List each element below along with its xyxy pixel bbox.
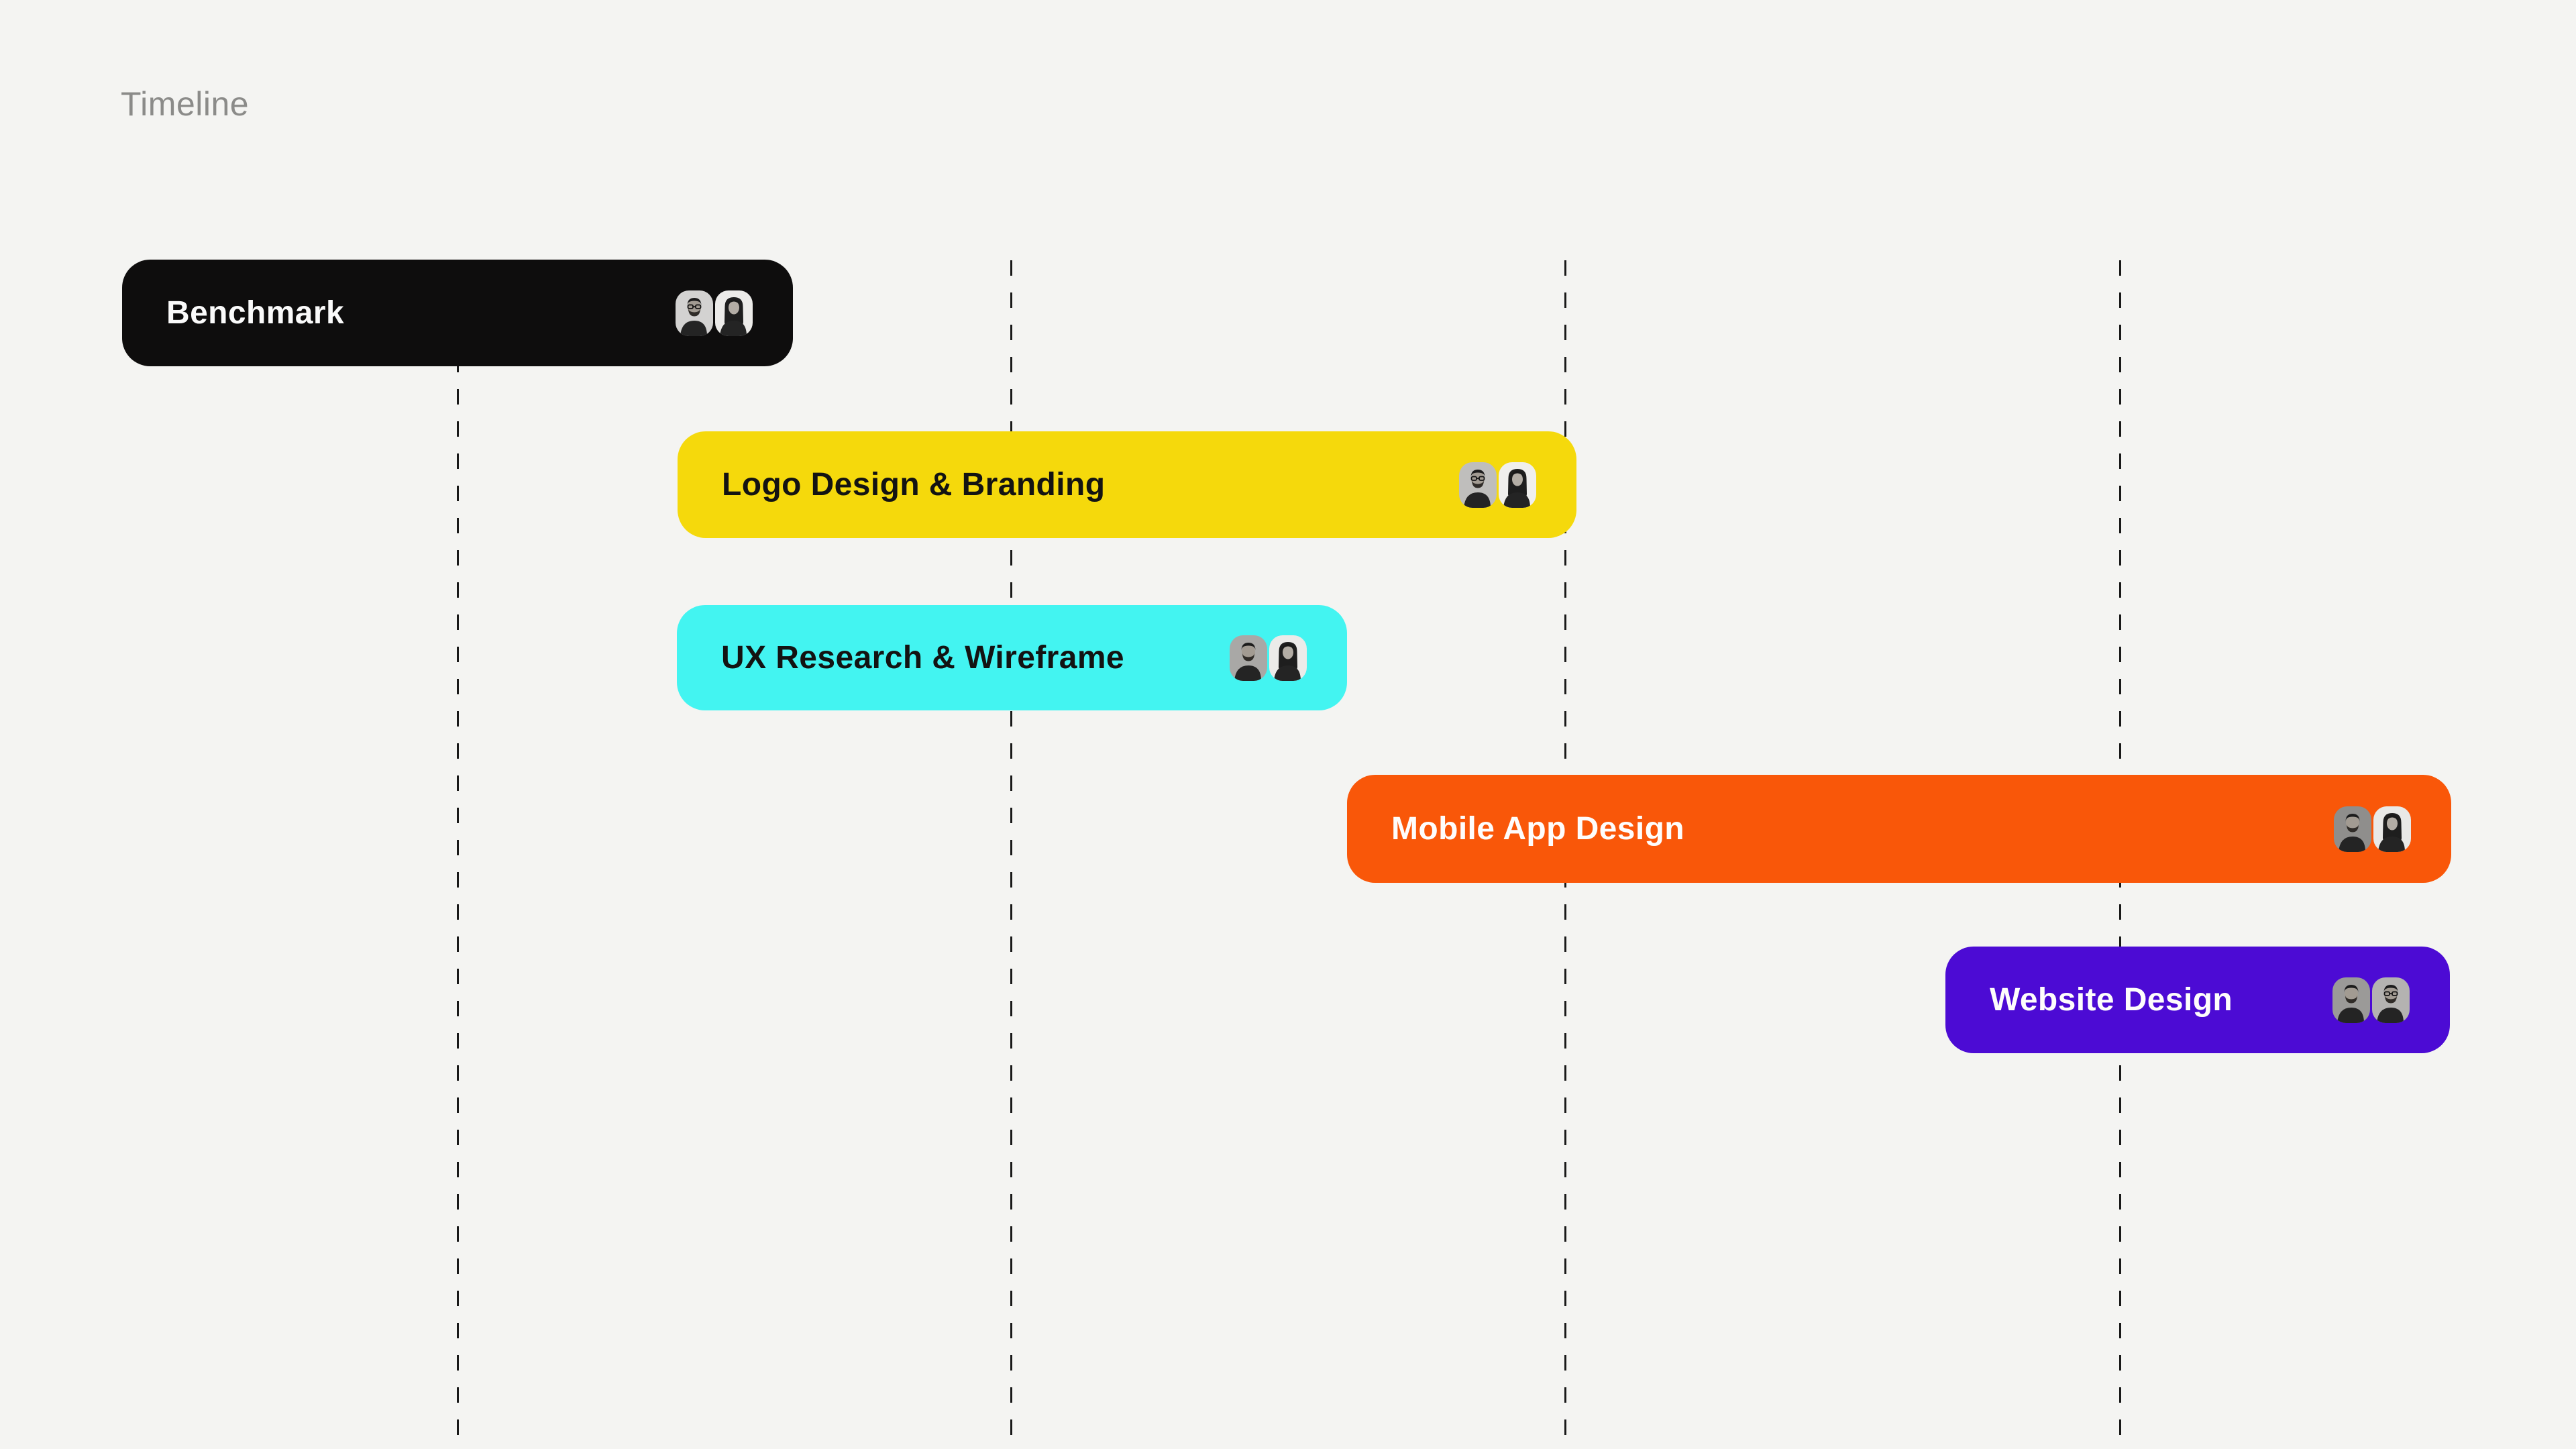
task-label: Logo Design & Branding xyxy=(722,467,1106,502)
task-label: Website Design xyxy=(1990,982,2233,1018)
task-bar-logo-design-branding[interactable]: Logo Design & Branding xyxy=(678,431,1576,538)
assignee-avatar-group xyxy=(2334,806,2411,852)
avatar-woman xyxy=(715,290,753,336)
task-label: Benchmark xyxy=(166,295,345,331)
avatar-woman xyxy=(1269,635,1307,681)
avatar-woman xyxy=(2373,806,2411,852)
task-label: Mobile App Design xyxy=(1391,811,1685,847)
gridline-2 xyxy=(1010,260,1012,1449)
page-title: Timeline xyxy=(121,85,250,123)
task-bar-website-design[interactable]: Website Design xyxy=(1945,947,2450,1053)
assignee-avatar-group xyxy=(1459,462,1536,508)
avatar-man-glasses xyxy=(2372,977,2410,1023)
assignee-avatar-group xyxy=(2332,977,2410,1023)
assignee-avatar-group xyxy=(676,290,753,336)
task-bar-benchmark[interactable]: Benchmark xyxy=(122,260,793,366)
avatar-man-glasses xyxy=(676,290,713,336)
task-bar-ux-research-wireframe[interactable]: UX Research & Wireframe xyxy=(677,605,1347,710)
avatar-woman xyxy=(1499,462,1536,508)
avatar-man-beard xyxy=(2334,806,2371,852)
assignee-avatar-group xyxy=(1230,635,1307,681)
avatar-man-beard xyxy=(2332,977,2370,1023)
task-label: UX Research & Wireframe xyxy=(721,640,1125,676)
avatar-man-glasses xyxy=(1459,462,1497,508)
gridline-1 xyxy=(457,260,459,1449)
avatar-man-beard xyxy=(1230,635,1267,681)
task-bar-mobile-app-design[interactable]: Mobile App Design xyxy=(1347,775,2451,883)
